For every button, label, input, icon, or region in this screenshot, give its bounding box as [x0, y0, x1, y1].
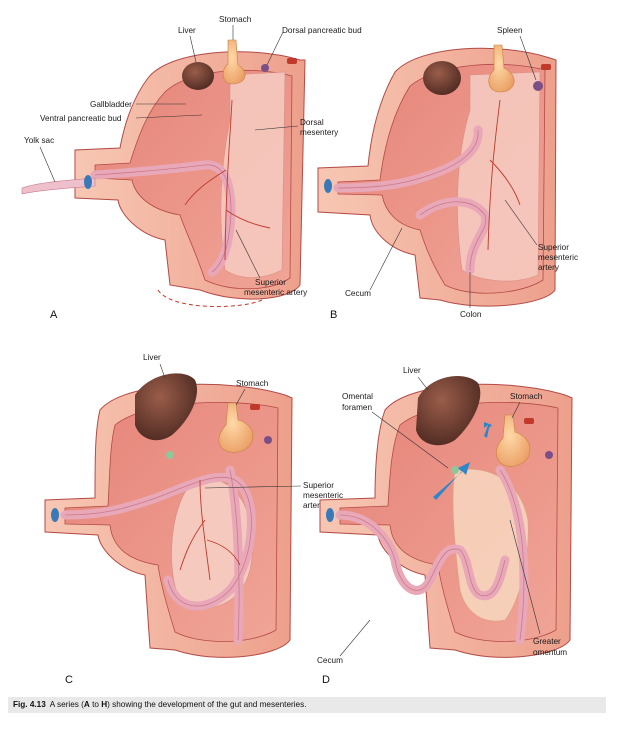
- label-sma-c-3: artery: [303, 501, 325, 510]
- label-cecum-d: Cecum: [317, 656, 343, 665]
- label-stomach-c: Stomach: [236, 379, 269, 388]
- label-liver-a: Liver: [178, 26, 196, 35]
- label-omental-2: foramen: [342, 403, 372, 412]
- label-stomach-a: Stomach: [219, 15, 252, 24]
- sma-a: [184, 99, 271, 261]
- label-stomach-d: Stomach: [510, 392, 543, 401]
- liver-c: [135, 373, 198, 441]
- caption-bold-h: H: [101, 700, 108, 709]
- panel-letter-b: B: [330, 309, 337, 321]
- panel-letter-a: A: [50, 309, 58, 321]
- label-gallbladder: Gallbladder: [90, 100, 132, 109]
- caption-bold-a: A: [83, 700, 90, 709]
- label-dorsal-pancreatic-bud: Dorsal pancreatic bud: [282, 26, 362, 35]
- label-sma-c-2: mesenteric: [303, 491, 343, 500]
- liver-a: [182, 62, 214, 90]
- label-sma-a-2: mesenteric artery: [244, 288, 308, 297]
- spleen-b: [533, 81, 543, 91]
- dorsal-bud-a: [261, 64, 269, 72]
- label-dorsal-mesentery-2: mesentery: [300, 128, 339, 137]
- stomach-a: [222, 39, 246, 85]
- panel-letter-d: D: [322, 674, 330, 686]
- label-cecum-b: Cecum: [345, 289, 371, 298]
- arrow-omental-foramen: [433, 462, 470, 500]
- stomach-c: [218, 402, 254, 453]
- label-sma-b-3: artery: [538, 263, 560, 272]
- arrow-up-d: [484, 422, 492, 438]
- label-ventral-pancreatic-bud: Ventral pancreatic bud: [40, 114, 122, 123]
- panel-a-labels: Liver Stomach Dorsal pancreatic bud Gall…: [24, 15, 362, 321]
- label-spleen-b: Spleen: [497, 26, 523, 35]
- label-liver-d: Liver: [403, 366, 421, 375]
- label-sma-a-1: Superior: [255, 278, 286, 287]
- label-yolk-sac: Yolk sac: [24, 136, 54, 145]
- label-sma-b-2: mesenteric: [538, 253, 578, 262]
- panel-d: [319, 375, 573, 658]
- sma-c: [179, 479, 241, 581]
- panel-a: [21, 39, 306, 307]
- panel-c-labels: Liver Stomach Superior mesenteric artery…: [65, 353, 343, 686]
- panel-b-labels: Spleen Superior mesenteric artery Cecum …: [330, 26, 578, 321]
- sma-b: [487, 99, 521, 251]
- caption-text-post: ) showing the development of the gut and…: [107, 700, 307, 709]
- label-liver-c: Liver: [143, 353, 161, 362]
- panel-c: [44, 373, 293, 658]
- liver-d: [416, 375, 481, 446]
- label-dorsal-mesentery-1: Dorsal: [300, 118, 324, 127]
- panel-letter-c: C: [65, 674, 73, 686]
- yolk-sac-a: [21, 177, 96, 195]
- label-omental-1: Omental: [342, 392, 373, 401]
- stomach-d: [496, 414, 531, 467]
- panel-b: [317, 44, 557, 307]
- caption-text-mid: to: [89, 700, 102, 709]
- mesentery-b: [457, 71, 541, 282]
- label-greater-omentum-1: Greater: [533, 637, 561, 646]
- stomach-b: [488, 44, 515, 93]
- label-greater-omentum-2: omentum: [533, 648, 567, 657]
- liver-b: [423, 61, 461, 95]
- label-colon-b: Colon: [460, 310, 482, 319]
- caption-fig-number: Fig. 4.13: [13, 700, 46, 709]
- label-sma-c-1: Superior: [303, 481, 334, 490]
- caption-text-pre: A series (: [49, 700, 84, 709]
- label-sma-b-1: Superior: [538, 243, 569, 252]
- panel-d-labels: Liver Omental foramen Stomach Greater om…: [317, 366, 567, 686]
